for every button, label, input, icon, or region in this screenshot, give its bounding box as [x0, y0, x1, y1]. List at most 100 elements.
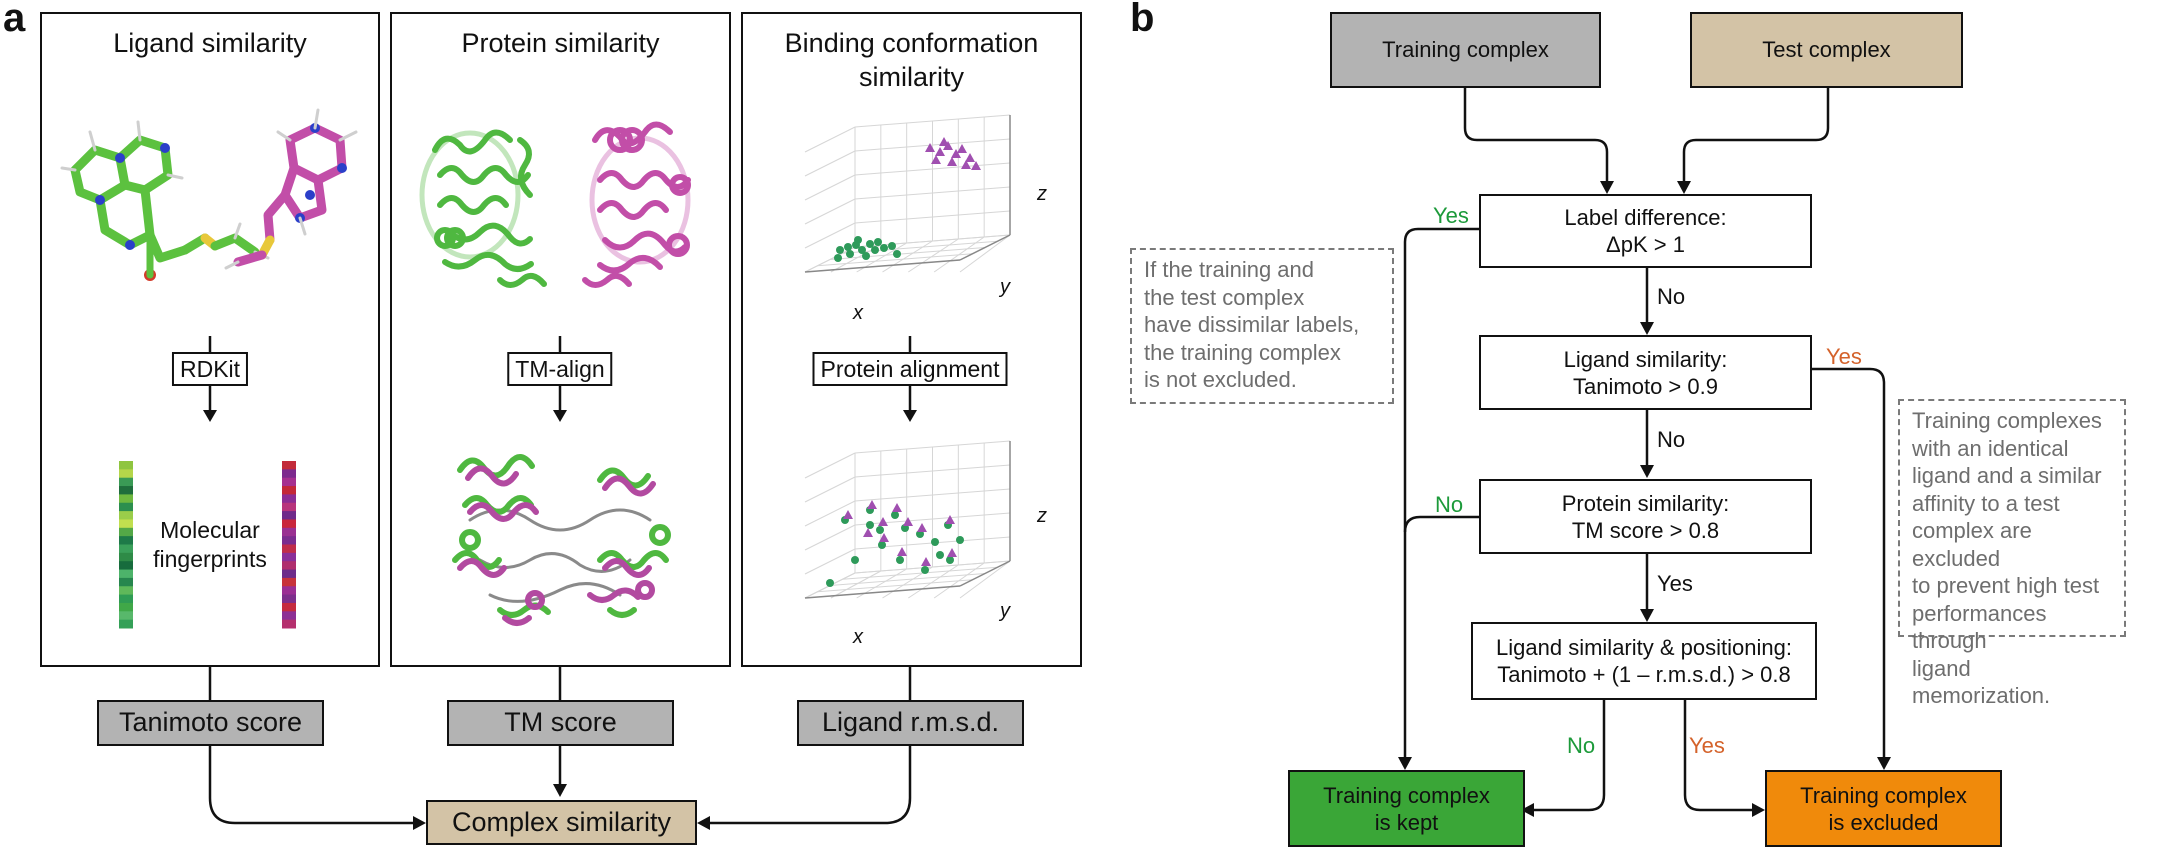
fingerprint-bit — [119, 611, 133, 621]
protein-magenta-structure — [582, 121, 691, 288]
fingerprint-bit — [282, 602, 296, 612]
ligand-atom-magenta — [897, 547, 907, 556]
training-excluded-box: Training complex is excluded — [1765, 770, 2002, 847]
ligand-atom-green — [891, 511, 899, 519]
ligand-atom-magenta — [961, 160, 971, 169]
panel-b-letter: b — [1130, 0, 1155, 40]
rdkit-label: RDKit — [171, 352, 249, 386]
ligand-memorization-note: Training complexes with an identical lig… — [1898, 399, 2126, 708]
ligand-atom-magenta — [917, 523, 927, 532]
fingerprint-bit — [119, 552, 133, 562]
ligand-atom-green — [878, 541, 886, 549]
test-complex-box: Test complex — [1690, 12, 1963, 88]
top-plot-z-axis-label: z — [1037, 183, 1047, 205]
step2-yes-label: Yes — [1826, 344, 1862, 369]
tm-align-label: TM-align — [507, 352, 613, 386]
fingerprint-bit — [119, 502, 133, 512]
fingerprint-bit — [119, 586, 133, 596]
ligand-atom-green — [826, 579, 834, 587]
fingerprint-bit — [119, 577, 133, 587]
fingerprint-bit — [282, 486, 296, 495]
ligand-atom-magenta — [947, 548, 957, 557]
ligand-similarity-frame: Ligand similarity — [40, 12, 380, 667]
fingerprint-bit — [282, 561, 296, 571]
fingerprint-bit — [119, 469, 133, 479]
fingerprint-bit — [282, 569, 296, 579]
ligand-atom-magenta — [921, 557, 931, 566]
label-difference-box: Label difference: ΔpK > 1 — [1479, 194, 1812, 268]
ligand-atom-magenta — [925, 143, 935, 152]
step3-yes-label: Yes — [1657, 571, 1693, 596]
fingerprint-bit — [282, 594, 296, 604]
ligand-atom-magenta — [951, 149, 961, 158]
ligand-atom-green — [931, 538, 939, 546]
protein-aligned-structure — [452, 454, 671, 626]
ligand-magenta-molecule — [224, 108, 358, 270]
ligand-atom-green — [893, 250, 901, 258]
ligand-atom-green — [874, 238, 882, 246]
fingerprint-bit — [282, 619, 296, 629]
bottom-plot-x-axis-label: x — [853, 626, 863, 648]
ligand-atom-magenta — [879, 533, 889, 542]
fingerprint-bit — [282, 469, 296, 479]
fingerprint-bit — [282, 502, 296, 512]
ligand-similarity-title: Ligand similarity — [113, 28, 307, 58]
ligand-atom-magenta — [935, 147, 945, 156]
protein-alignment-label: Protein alignment — [812, 352, 1008, 386]
fingerprint-bit — [282, 586, 296, 596]
ligand-atom-green — [956, 536, 964, 544]
ligand-atom-magenta — [945, 515, 955, 524]
ligand-atom-green — [836, 246, 844, 254]
ligand-atom-magenta — [867, 500, 877, 509]
ligand-atom-green — [846, 250, 854, 258]
fingerprint-bit — [282, 511, 296, 520]
ligand-atom-green — [876, 526, 884, 534]
complex-similarity-box: Complex similarity — [426, 800, 697, 845]
top-plot-y-axis-label: y — [1000, 276, 1010, 298]
ligand-atom-green — [888, 242, 896, 250]
protein-similarity-frame: Protein similarity — [390, 12, 731, 667]
fingerprint-bit — [119, 569, 133, 579]
fingerprint-bit — [282, 519, 296, 529]
training-kept-box: Training complex is kept — [1288, 770, 1525, 847]
fingerprint-bit — [119, 561, 133, 571]
fingerprint-right-strip — [282, 461, 296, 629]
ligand-atom-green — [946, 556, 954, 564]
ligand-atom-green — [858, 246, 866, 254]
ligand-atom-magenta — [863, 528, 873, 537]
molecular-fingerprints-label: Molecular fingerprints — [153, 517, 267, 572]
fingerprint-bit — [282, 477, 296, 487]
fingerprint-bit — [282, 494, 296, 504]
ligand-atom-magenta — [965, 153, 975, 162]
fingerprint-bit — [119, 494, 133, 504]
ligand-atom-magenta — [878, 517, 888, 526]
ligand-atom-magenta — [971, 161, 981, 170]
fingerprint-bit — [119, 486, 133, 495]
ligand-similarity-box: Ligand similarity: Tanimoto > 0.9 — [1479, 335, 1812, 410]
binding-conformation-title-line2: similarity — [859, 62, 964, 92]
protein-green-structure — [419, 129, 547, 288]
ligand-atom-magenta — [947, 157, 957, 166]
fingerprint-bit — [119, 619, 133, 629]
step1-no-label: No — [1657, 284, 1686, 309]
ligand-atom-magenta — [892, 503, 902, 512]
ligand-atom-green — [866, 240, 874, 248]
ligand-atom-green — [866, 521, 874, 529]
ligand-atom-green — [844, 243, 852, 251]
ligand-atom-green — [896, 556, 904, 564]
fingerprint-bit — [119, 536, 133, 545]
training-complex-box: Training complex — [1330, 12, 1601, 88]
binding-conformation-frame: Binding conformation similarity — [741, 12, 1082, 667]
ligand-atom-magenta — [843, 510, 853, 519]
ligand-rmsd-box: Ligand r.m.s.d. — [797, 700, 1024, 746]
fingerprint-bit — [119, 527, 133, 537]
ligand-atom-green — [854, 236, 862, 244]
fingerprint-bit — [119, 511, 133, 520]
ligand-atom-green — [921, 566, 929, 574]
protein-similarity-title: Protein similarity — [461, 28, 660, 58]
fingerprint-bit — [282, 577, 296, 587]
dissimilar-labels-note: If the training and the test complex hav… — [1130, 248, 1394, 404]
top-plot-x-axis-label: x — [853, 302, 863, 324]
